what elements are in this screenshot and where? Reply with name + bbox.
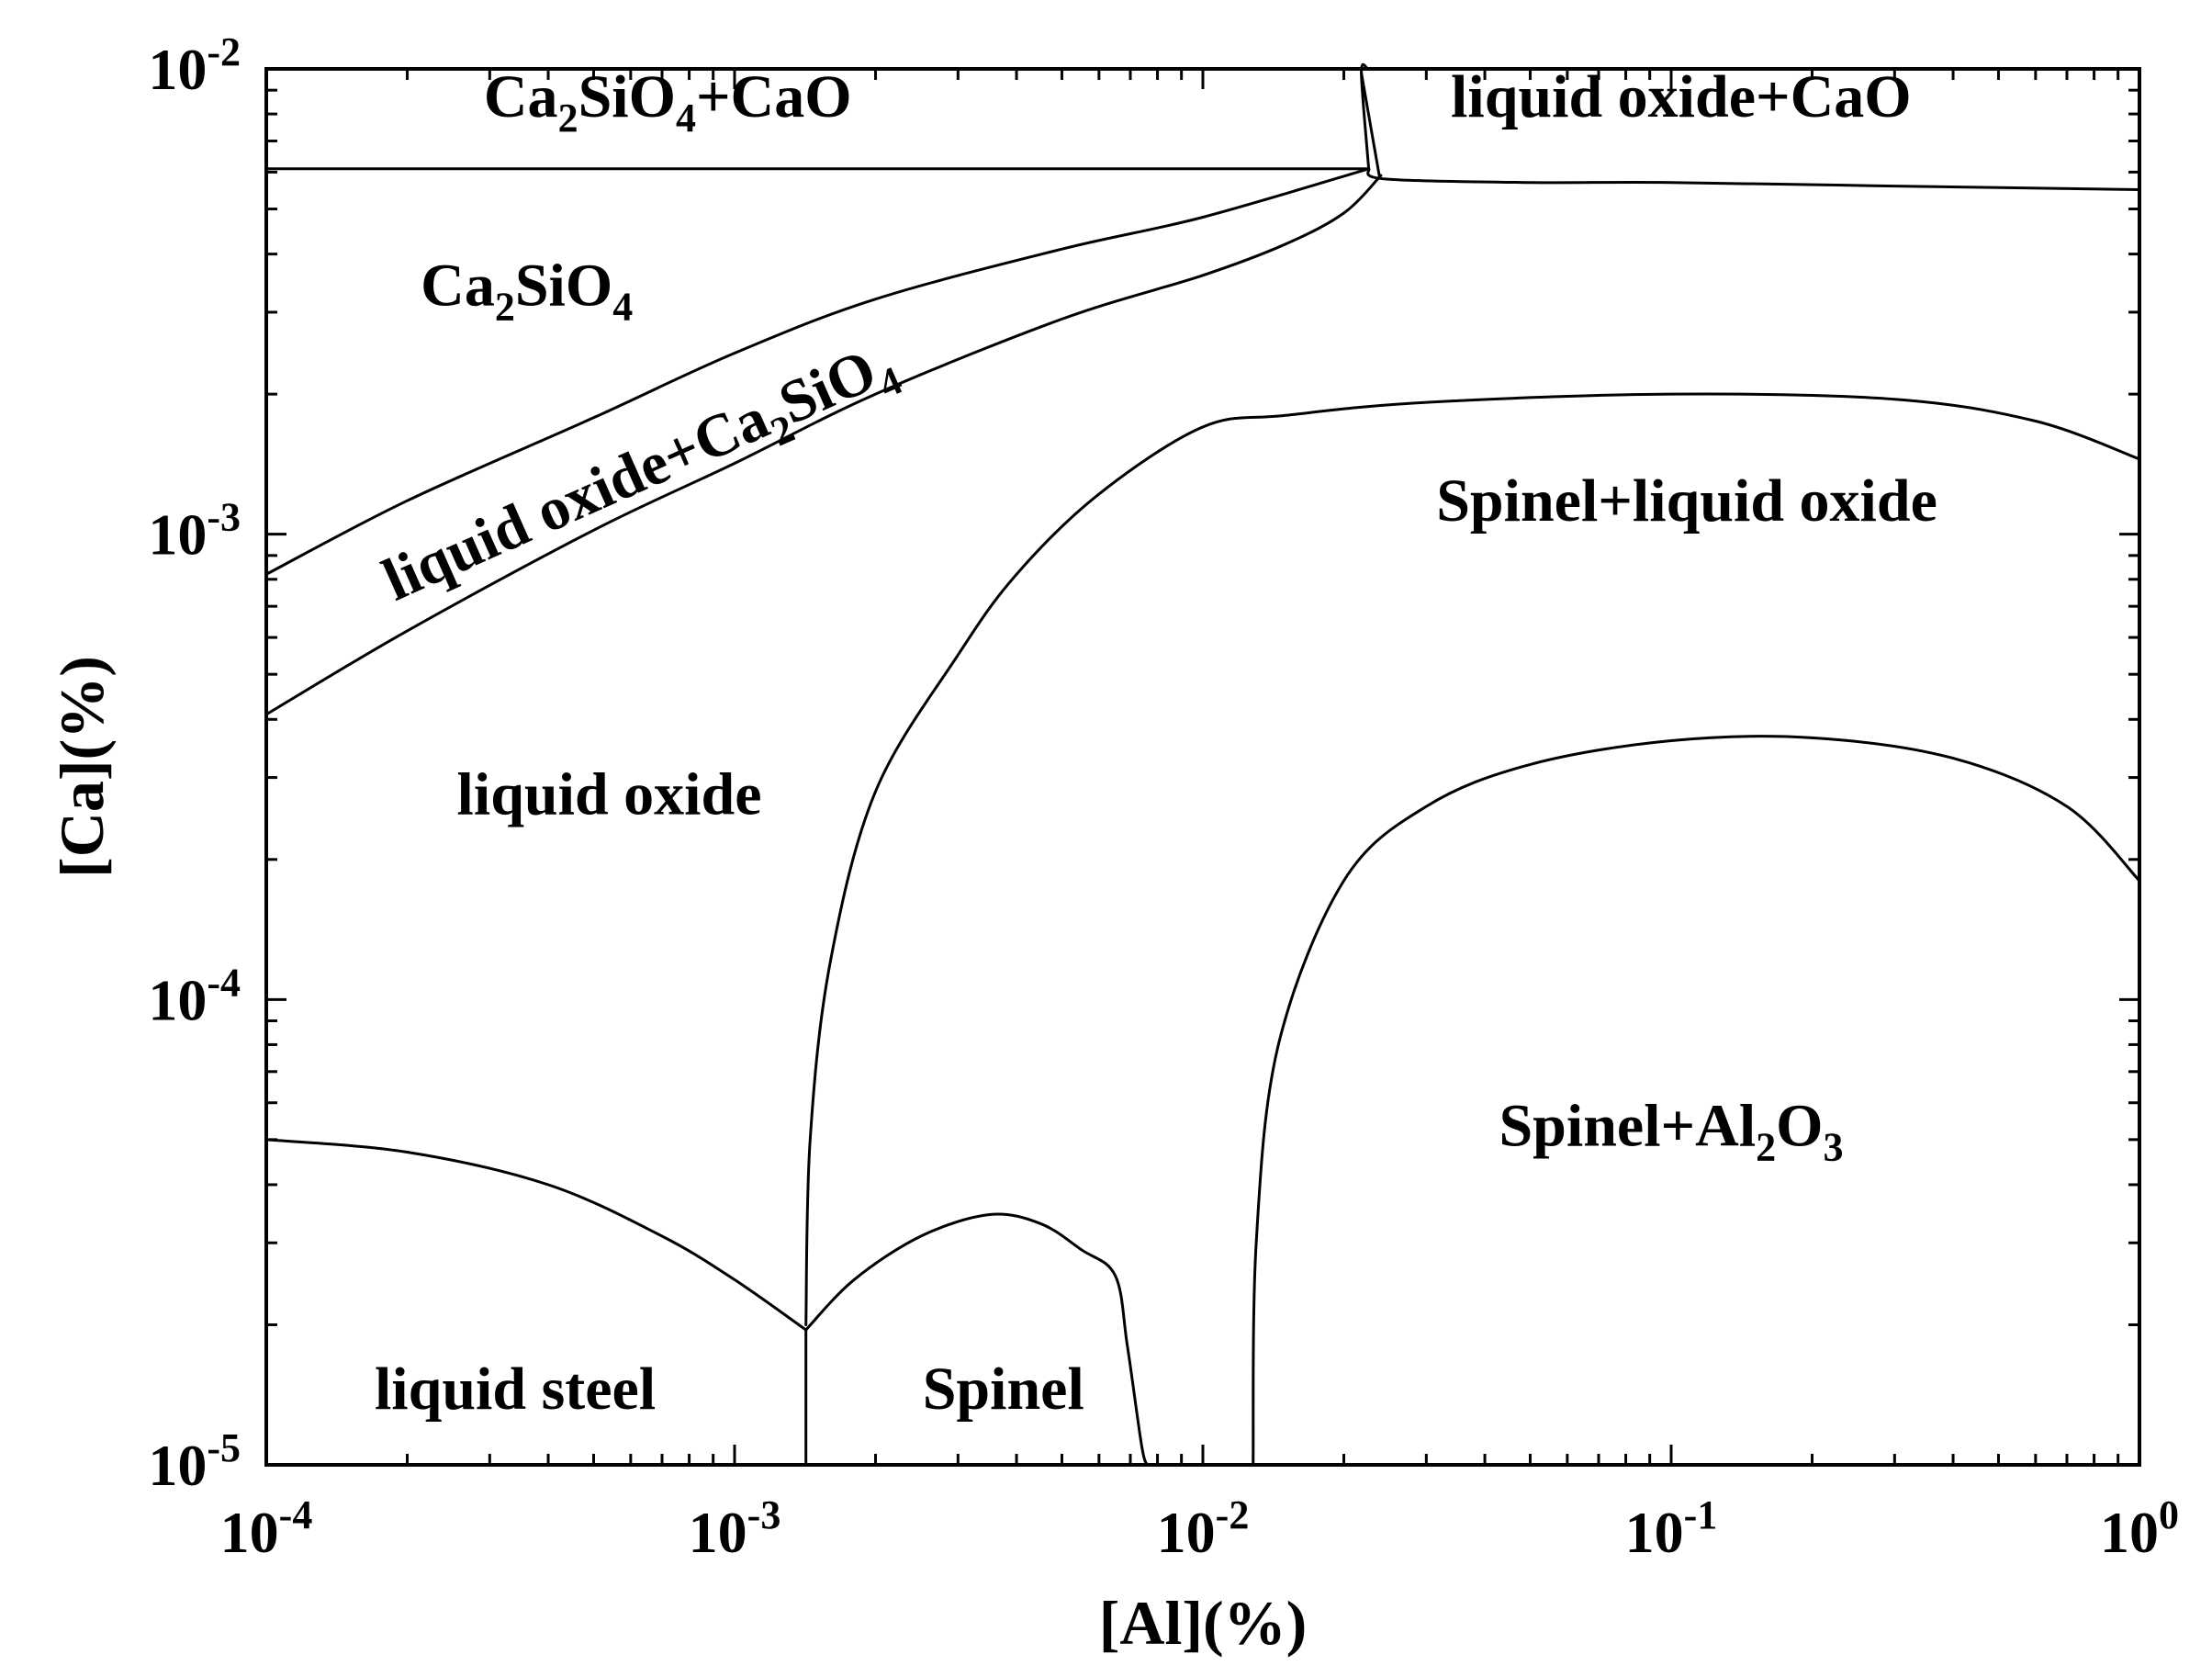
region-label-spinel-liquid-oxide: Spinel+liquid oxide xyxy=(1436,467,1937,535)
y-tick-labels: 10-510-410-310-2 xyxy=(148,29,241,1498)
label-text: liquid oxide+CaO xyxy=(1451,63,1912,130)
boundary-liquid-oxide-cao-right-spike xyxy=(1360,71,1381,177)
x-tick-base: 10 xyxy=(689,1500,747,1565)
subscript: 2 xyxy=(1756,1125,1776,1170)
label-text: Ca xyxy=(421,253,495,320)
x-tick-exponent: -4 xyxy=(279,1492,313,1537)
label-text: SiO xyxy=(515,253,612,320)
x-tick-label: 10-4 xyxy=(220,1492,313,1565)
x-tick-base: 10 xyxy=(220,1500,279,1565)
boundary-liquid-oxide-spinel-liquid-oxide xyxy=(804,392,2141,1326)
y-tick-label: 10-5 xyxy=(148,1425,241,1498)
region-label-ca2sio4-cao: Ca2SiO4+CaO xyxy=(484,63,852,141)
label-text: Spinel xyxy=(923,1356,1084,1423)
x-tick-exponent: 0 xyxy=(2159,1492,2179,1537)
label-text: Spinel+liquid oxide xyxy=(1436,467,1937,535)
region-label-spinel-al2o3: Spinel+Al2O3 xyxy=(1499,1093,1843,1170)
x-tick-exponent: -2 xyxy=(1216,1492,1250,1537)
y-tick-exponent: -2 xyxy=(207,29,241,74)
boundary-liquid-oxide-cao-lower-boundary xyxy=(1366,167,2141,191)
x-tick-exponent: -3 xyxy=(747,1492,781,1537)
boundary-liquid-oxide-ca2sio4-liquid-oxide xyxy=(264,174,1383,716)
y-tick-exponent: -3 xyxy=(207,495,241,540)
y-tick-base: 10 xyxy=(148,967,207,1032)
x-tick-base: 10 xyxy=(1157,1500,1216,1565)
subscript: 2 xyxy=(495,285,515,330)
subscript: 3 xyxy=(1824,1125,1844,1170)
region-label-liquid-steel: liquid steel xyxy=(375,1356,656,1423)
boundary-spinel-liquid-oxide-spinel-al2o3 xyxy=(1252,735,2141,1467)
y-tick-label: 10-2 xyxy=(148,29,241,102)
boundary-liquid-steel-liquid-oxide xyxy=(264,1138,808,1332)
subscript: 2 xyxy=(558,96,578,141)
label-text: liquid oxide xyxy=(457,761,762,828)
subscript: 4 xyxy=(676,96,696,141)
y-tick-base: 10 xyxy=(148,1433,207,1498)
x-axis-title: [Al](%) xyxy=(1099,1588,1308,1658)
y-tick-label: 10-4 xyxy=(148,960,241,1032)
boundary-spinel-dome xyxy=(804,1212,1149,1467)
x-tick-base: 10 xyxy=(2100,1500,2159,1565)
label-text: Ca xyxy=(484,63,558,130)
label-text: liquid steel xyxy=(375,1356,656,1423)
label-text: SiO xyxy=(578,63,676,130)
subscript: 4 xyxy=(612,285,633,330)
y-tick-exponent: -5 xyxy=(207,1425,241,1470)
y-tick-exponent: -4 xyxy=(207,960,241,1005)
label-text: +CaO xyxy=(696,63,852,130)
y-axis-title: [Ca](%) xyxy=(47,656,117,878)
region-label-liquid-oxide: liquid oxide xyxy=(457,761,762,828)
boundary-ca2sio4-liquid-oxide-ca2sio4 xyxy=(264,167,1371,576)
region-label-ca2sio4: Ca2SiO4 xyxy=(421,253,633,330)
region-label-spinel: Spinel xyxy=(923,1356,1084,1423)
y-tick-base: 10 xyxy=(148,502,207,568)
y-tick-base: 10 xyxy=(148,37,207,102)
phase-boundaries xyxy=(264,62,2141,1467)
x-tick-exponent: -1 xyxy=(1684,1492,1718,1537)
x-tick-label: 100 xyxy=(2100,1492,2179,1565)
label-text: Spinel+Al xyxy=(1499,1093,1756,1160)
x-tick-label: 10-3 xyxy=(689,1492,781,1565)
x-tick-base: 10 xyxy=(1625,1500,1684,1565)
x-tick-label: 10-2 xyxy=(1157,1492,1250,1565)
x-tick-label: 10-1 xyxy=(1625,1492,1718,1565)
label-text: O xyxy=(1776,1093,1823,1160)
region-label-liquid-oxide-cao: liquid oxide+CaO xyxy=(1451,63,1912,130)
plot-frame xyxy=(264,67,2141,1467)
y-tick-label: 10-3 xyxy=(148,495,241,568)
